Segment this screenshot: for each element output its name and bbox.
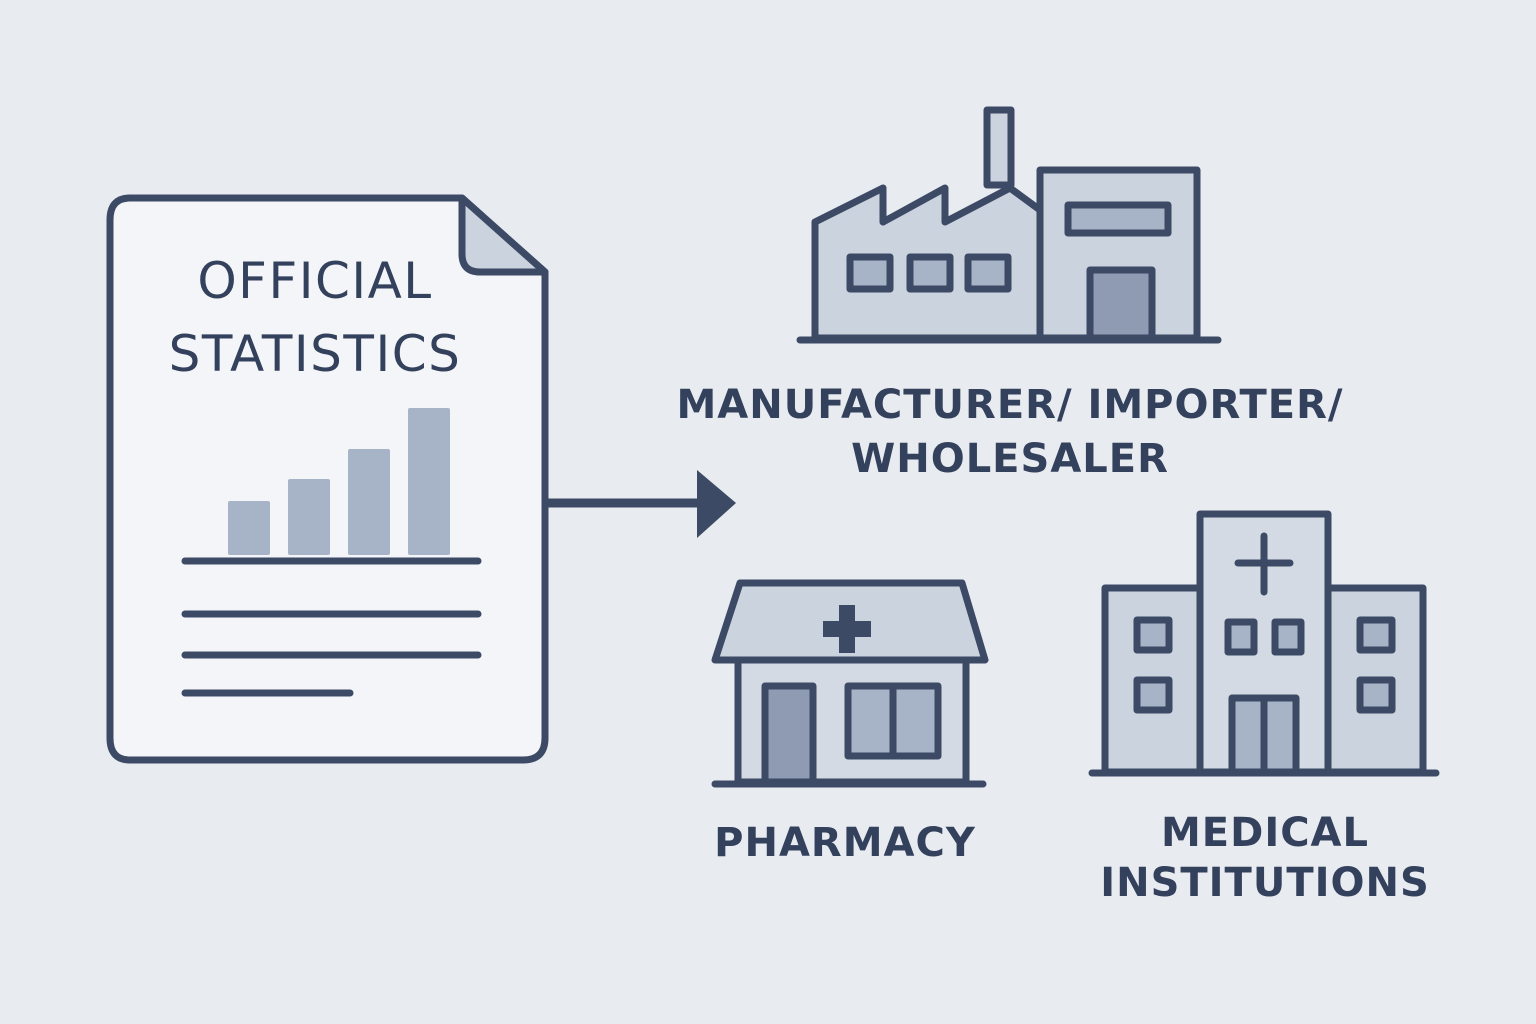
manufacturer-label-line-2: WHOLESALER — [851, 436, 1169, 482]
document-title-line-1: OFFICIAL — [197, 252, 433, 310]
hospital-icon — [1088, 510, 1440, 777]
manufacturer-label-line-1: MANUFACTURER/ IMPORTER/ — [676, 382, 1344, 428]
document-title-line-2: STATISTICS — [168, 324, 462, 383]
factory-icon — [796, 106, 1222, 344]
pharmacy-label: PHARMACY — [714, 820, 976, 866]
hospital-cross-icon — [1234, 532, 1294, 596]
manufacturer-label: MANUFACTURER/ IMPORTER/ WHOLESALER — [660, 378, 1360, 486]
document-bar-chart — [228, 408, 450, 555]
medical-label-line-1: MEDICAL — [1160, 810, 1369, 856]
document-bar — [408, 408, 450, 555]
official-statistics-document-icon — [106, 194, 549, 764]
document-title: OFFICIAL STATISTICS — [140, 245, 490, 390]
medical-label-line-2: INSTITUTIONS — [1100, 860, 1430, 906]
pharmacy-cross-icon — [823, 605, 871, 653]
document-bar — [348, 449, 390, 555]
flow-arrow-icon — [545, 470, 736, 538]
document-bar — [228, 501, 270, 555]
medical-institutions-label: MEDICAL INSTITUTIONS — [1080, 808, 1450, 908]
document-bar — [288, 479, 330, 555]
